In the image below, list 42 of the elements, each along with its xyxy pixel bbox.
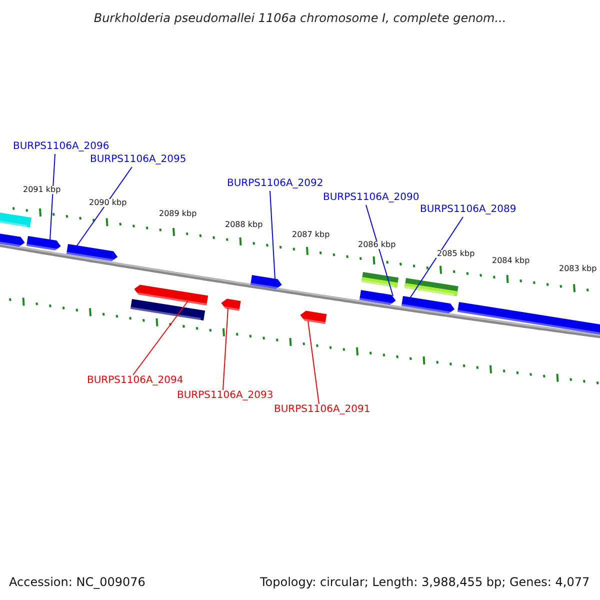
gene-feature [0, 211, 32, 228]
scale-label: 2087 kbp [291, 231, 331, 239]
leader-line [270, 190, 276, 280]
scale-label: 2088 kbp [224, 221, 264, 229]
leader-line [308, 320, 320, 404]
leader-line [50, 154, 56, 240]
scale-label: 2085 kbp [436, 250, 476, 258]
scale-label: 2086 kbp [357, 241, 397, 249]
gene-feature [130, 299, 206, 320]
scale-label: 2089 kbp [158, 210, 198, 218]
gene-feature [250, 275, 282, 290]
gene-feature [401, 296, 455, 314]
leader-line [76, 166, 132, 248]
gene-label: BURPS1106A_2096 [13, 142, 110, 152]
gene-feature [26, 236, 61, 251]
scale-label: 2091 kbp [22, 186, 62, 194]
leader-line [132, 300, 188, 376]
gene-feature [404, 278, 458, 296]
title: Burkholderia pseudomallei 1106a chromosome I, complete genom... [92, 12, 508, 24]
scale-label: 2090 kbp [88, 199, 128, 207]
gene-label: BURPS1106A_2095 [90, 155, 186, 165]
scale-label: 2084 kbp [491, 257, 531, 265]
gene-feature [359, 290, 396, 306]
gene-feature [361, 272, 399, 288]
accession-text: Accession: NC_009076 [9, 576, 146, 588]
genome-summary-text: Topology: circular; Length: 3,988,455 bp; Genes: 4,077 [260, 576, 590, 588]
leader-line [366, 204, 394, 296]
gene-feature [66, 244, 118, 262]
gene-feature [0, 232, 25, 248]
gene-label: BURPS1106A_2090 [323, 193, 420, 203]
gene-label: BURPS1106A_2091 [274, 405, 370, 415]
gene-label: BURPS1106A_2093 [177, 391, 274, 401]
gene-feature [221, 298, 241, 311]
gene-feature [300, 310, 327, 324]
gene-label: BURPS1106A_2092 [227, 179, 324, 189]
leader-line [222, 308, 228, 390]
gene-feature [134, 284, 208, 306]
scale-label: 2083 kbp [558, 265, 598, 273]
gene-label: BURPS1106A_2094 [87, 376, 184, 386]
gene-label: BURPS1106A_2089 [420, 205, 516, 215]
gene-feature [457, 302, 600, 335]
leader-line [410, 216, 464, 298]
